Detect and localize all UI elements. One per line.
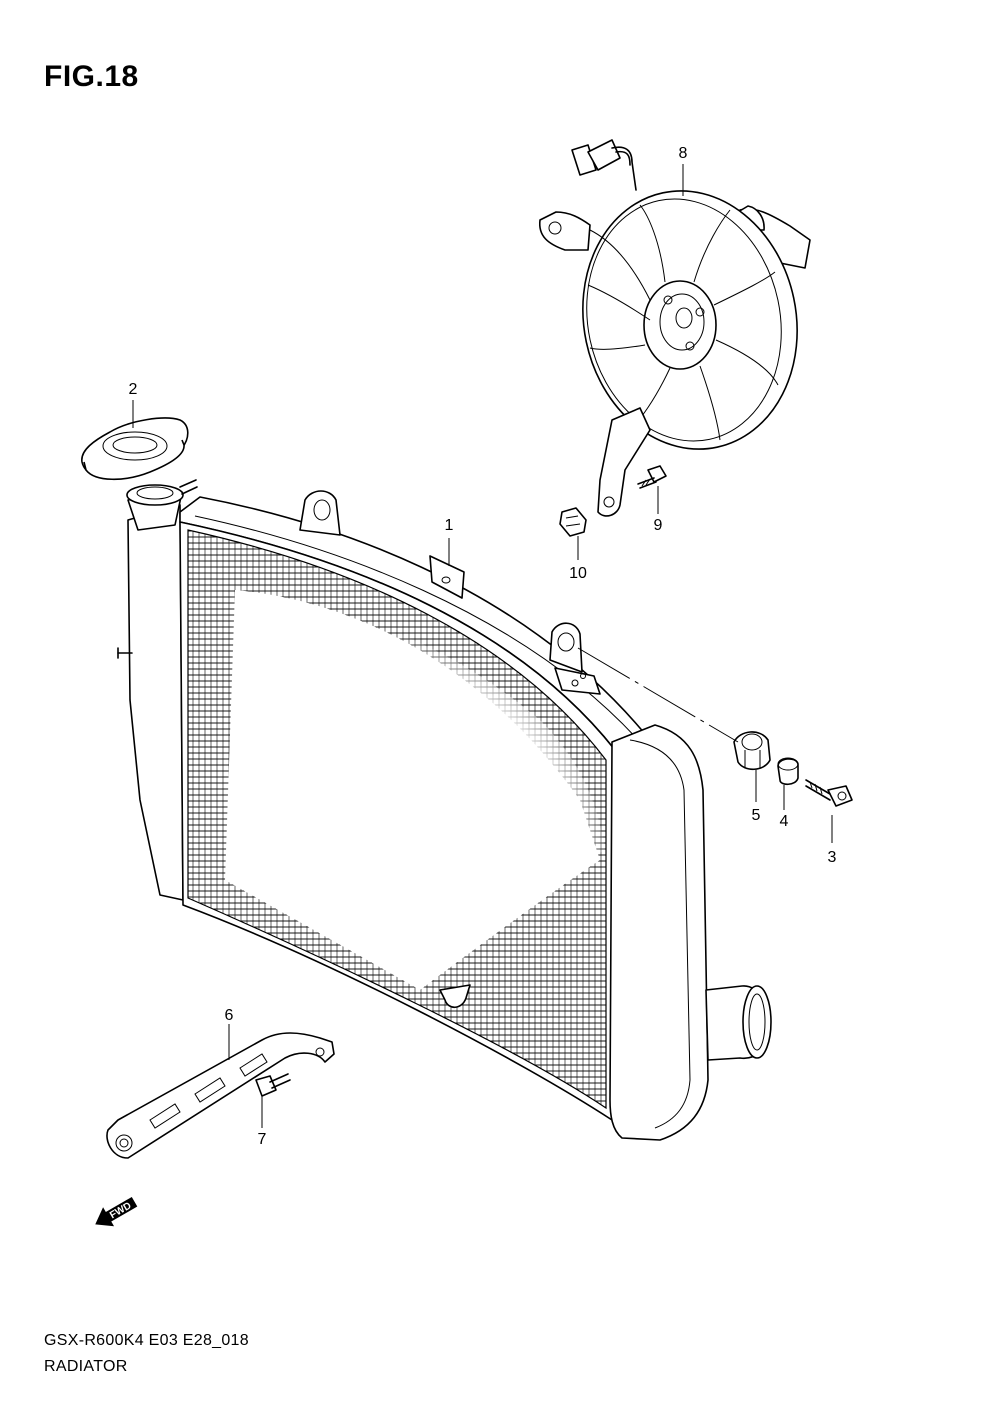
callout-8: 8 (679, 145, 688, 162)
figure-title: FIG.18 (44, 60, 139, 93)
callout-10: 10 (569, 565, 587, 582)
callout-4: 4 (780, 813, 789, 830)
collar-part-4 (777, 757, 799, 786)
fwd-arrow-icon: FWD (95, 1196, 138, 1227)
diagram-code: GSX-R600K4 E03 E28_018 (44, 1332, 249, 1349)
callout-labels: 1 2 3 4 5 6 7 8 9 10 (129, 145, 837, 1148)
callout-7: 7 (258, 1131, 267, 1148)
callout-5: 5 (752, 807, 761, 824)
cooling-fan-assembly (539, 139, 811, 517)
callout-2: 2 (129, 381, 138, 398)
bracket-part-6 (106, 1032, 335, 1159)
fwd-label: FWD (108, 1200, 133, 1221)
leader-lines (132, 164, 833, 1128)
radiator-cap (81, 417, 189, 481)
bolt-part-9 (637, 465, 667, 489)
clip-nut-part-10 (559, 507, 587, 537)
callout-1: 1 (445, 517, 454, 534)
grommet-part-5 (733, 731, 771, 771)
diagram-name: RADIATOR (44, 1358, 128, 1375)
radiator-core (117, 479, 772, 1141)
bolt-part-7 (255, 1073, 291, 1097)
callout-9: 9 (654, 517, 663, 534)
callout-3: 3 (828, 849, 837, 866)
callout-6: 6 (225, 1007, 234, 1024)
bolt-part-3 (805, 779, 853, 807)
